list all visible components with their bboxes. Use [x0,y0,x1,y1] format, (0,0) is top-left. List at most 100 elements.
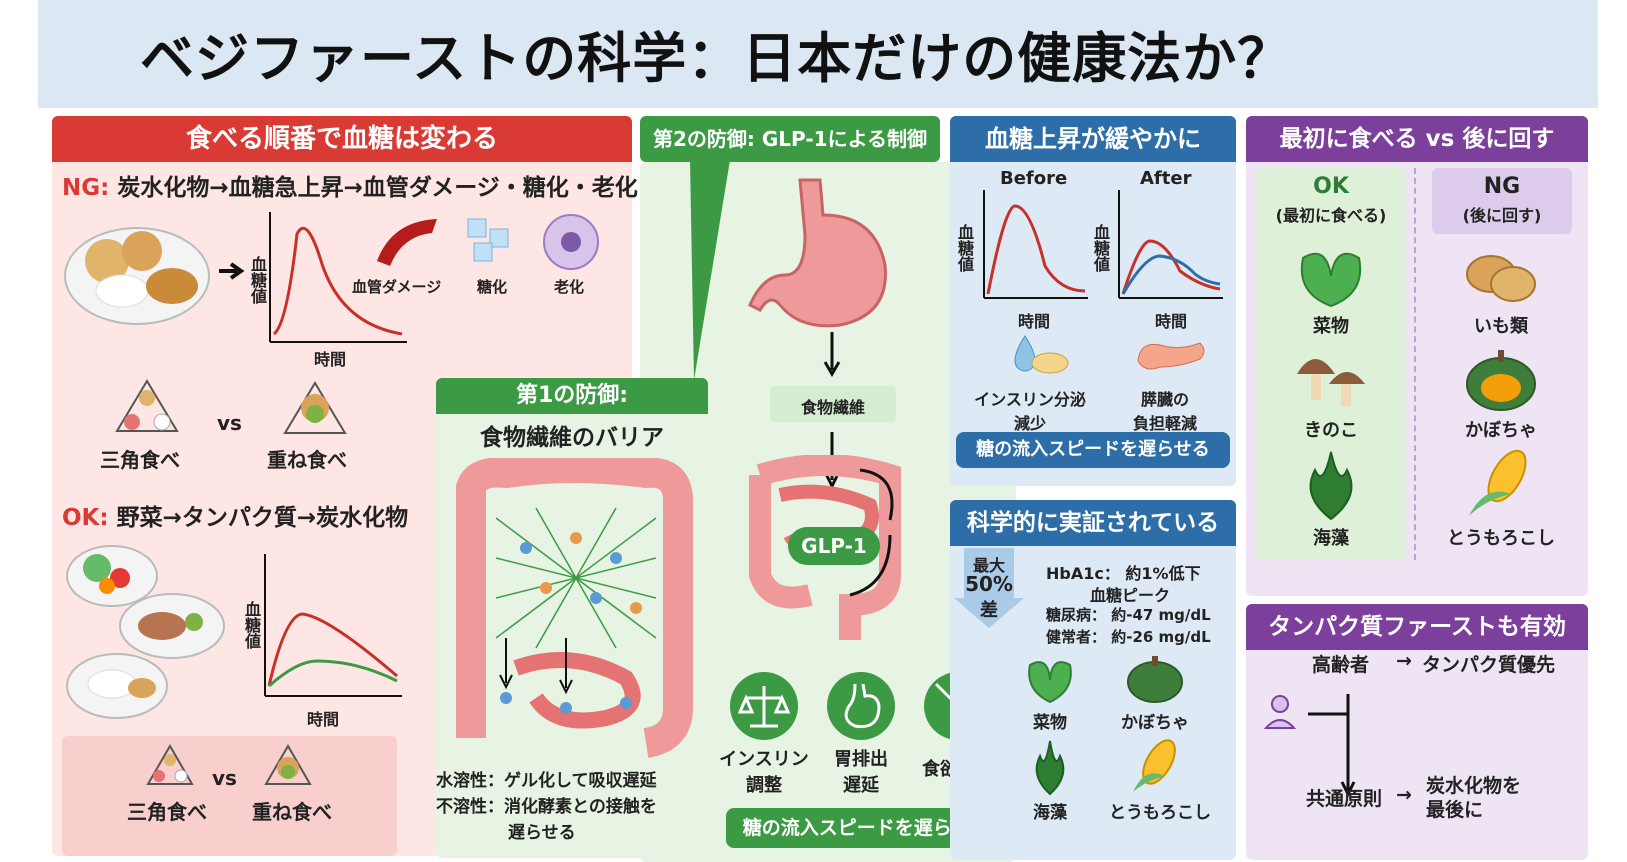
protein-priority-label: タンパク質優先 [1422,654,1556,676]
gentle-x-label: 時間 [307,710,340,729]
glycation-label: 糖化 [477,278,508,296]
triangle-eating-icon [115,379,179,432]
ng-title: NG [1483,174,1521,199]
fiber-barrier-header1: 第1の防御: [436,378,708,414]
before-x-label: 時間 [1018,312,1051,331]
ok-item-2: 海藻 [1313,528,1349,549]
ok-prefix: OK: [62,505,109,531]
compare2-b: 重ね食べ [252,800,332,824]
balance-icon [730,672,798,740]
insoluble-fiber-text-1: 不溶性：消化酵素との接触を [436,797,657,817]
carb-last-label: 炭水化物を 最後に [1426,775,1522,821]
glp1-header-box: 第2の防御: GLP-1による制御 [640,116,940,162]
stomach-effect-icon [827,672,895,740]
food-order-panel: 最初に食べる vs 後に回す OK (最初に食べる) NG (後に回す) 菜物 … [1246,116,1588,596]
food-order-header: 最初に食べる vs 後に回す [1246,116,1588,162]
ok-text: 野菜→タンパク質→炭水化物 [116,505,409,531]
glp1-badge: GLP-1 [788,527,880,565]
glp1-pointer [690,160,730,380]
compare2-a: 三角食べ [127,800,207,824]
spike-x-label: 時間 [314,350,347,369]
after-label: After [1140,168,1192,189]
down-arrow-icon [954,548,1024,628]
column-divider [1414,168,1417,560]
insulin-label: インスリン分泌 減少 [974,390,1086,433]
elderly-label: 高齢者 [1312,654,1370,676]
potato-icon [1466,255,1536,302]
ng-item-0: いも類 [1474,316,1528,337]
peak-text: 血糖ピーク [1090,586,1171,605]
ok-plates-icon [66,545,225,719]
healthy-text: 健常者： 約-26 mg/dL [1046,628,1211,646]
gentle-y-label: 血糖値 [242,601,261,649]
ng-text: 炭水化物→血糖急上昇→血管ダメージ・糖化・老化 [117,175,638,201]
pumpkin-icon-2 [1466,350,1536,411]
glucose-footer: 糖の流入スピードを遅らせる [956,432,1230,468]
effect-gastric-label: 胃排出 遅延 [834,749,888,796]
ok-item-0: 菜物 [1313,316,1349,337]
protein-first-panel: タンパク質ファーストも有効 高齢者 → タンパク質優先 共通原則 → 炭水化物を… [1246,604,1588,860]
soluble-fiber-text: 水溶性：ゲル化して吸収遅延 [436,771,657,791]
evidence-food-1: かぼちゃ [1121,713,1189,733]
corn-icon [1133,739,1176,792]
ok-item-1: きのこ [1304,420,1358,441]
diabetic-text: 糖尿病： 約-47 mg/dL [1046,606,1211,624]
compare2-vs: vs [212,766,237,790]
arrow-right-icon [219,262,245,280]
carb-plate-icon [64,227,210,325]
glucose-rise-panel: 血糖上昇が緩やかに Before After 血糖値 時間 血糖値 時間 インス… [950,116,1236,486]
aging-cell-icon [543,214,599,270]
fiber-barrier-panel: 第1の防御: 食物繊維のバリア 水溶性：ゲル化して吸収遅延 不溶性：消化酵素との… [436,378,708,858]
after-x-label: 時間 [1155,312,1188,331]
person-branch-diagram [1263,694,1356,798]
ok-sub: (最初に食べる) [1275,206,1387,225]
ng-item-2: とうもろこし [1447,528,1555,549]
glucose-rise-header: 血糖上昇が緩やかに [950,116,1236,162]
effect-insulin-label: インスリン 調整 [719,749,809,796]
seaweed-icon [1035,740,1065,796]
seaweed-icon-2 [1309,451,1353,521]
fiber-barrier-header2: 食物繊維のバリア [480,425,664,451]
arrow-down-icon-1 [823,332,841,377]
elderly-arrow: → [1396,650,1412,672]
before-label: Before [1000,168,1068,189]
max-value: 50% [965,572,1013,596]
glycation-icon [467,218,509,262]
fiber-box [770,386,896,422]
corn-icon-2 [1469,449,1527,516]
aging-label: 老化 [554,278,585,296]
vessel-damage-label: 血管ダメージ [352,278,442,296]
compare1-a: 三角食べ [100,448,180,472]
ng-prefix: NG: [62,175,110,201]
insulin-drop-icon [1014,335,1069,374]
before-y-label: 血糖値 [955,224,974,272]
max-diff: 差 [980,600,998,621]
ok-title: OK [1313,174,1349,199]
compare1-vs: vs [217,411,242,435]
compare1-b: 重ね食べ [267,448,347,472]
ng-sub: (後に回す) [1462,206,1542,225]
stomach-icon [748,178,887,328]
max-label: 最大 [972,556,1005,575]
triangle-eating-icon-2 [146,744,194,785]
mushroom-icon [1297,359,1365,406]
spike-y-label: 血糖値 [248,256,267,304]
before-chart [983,190,1088,299]
compare2-box [62,736,397,856]
leafy-veg-icon-2 [1300,252,1362,308]
fiber-label: 食物繊維 [800,398,865,417]
evidence-food-3: とうもろこし [1109,803,1211,823]
insoluble-fiber-text-2: 遅らせる [508,823,576,843]
blood-vessel-icon [377,219,437,266]
meal-order-header: 食べる順番で血糖は変わる [52,116,632,162]
large-intestine-icon [456,458,693,758]
hba1c-text: HbA1c： 約1%低下 [1046,564,1201,583]
page-title: ベジファーストの科学：日本だけの健康法か？ [140,27,1293,90]
ok-line: OK: 野菜→タンパク質→炭水化物 [62,498,408,532]
after-y-label: 血糖値 [1091,224,1110,272]
after-chart [1118,190,1223,299]
evidence-panel: 科学的に実証されている 最大 50% 差 HbA1c： 約1%低下 血糖ピーク … [950,500,1236,860]
pancreas-icon [1137,342,1205,370]
leafy-veg-icon [1028,661,1072,704]
protein-first-header: タンパク質ファーストも有効 [1246,604,1588,650]
